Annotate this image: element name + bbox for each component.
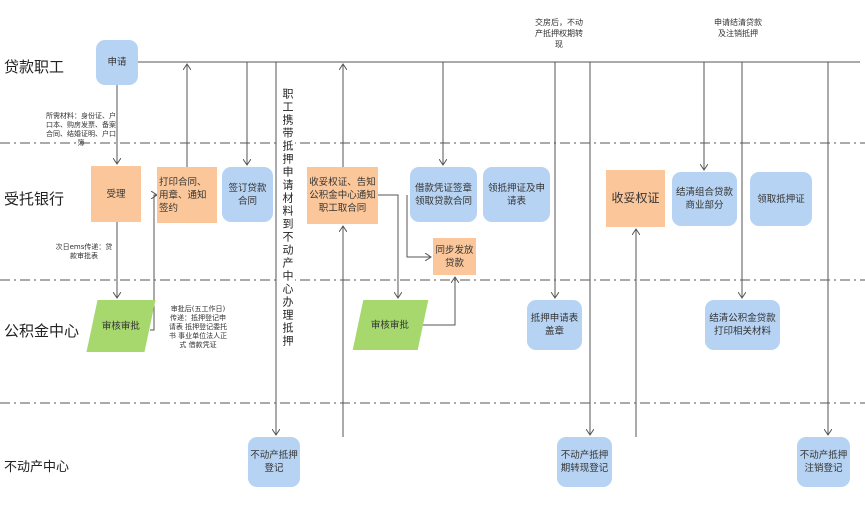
mortgage-register-box: 不动产抵押登记 — [248, 437, 300, 487]
ems-note: 次日ems传递：贷款审批表 — [55, 243, 113, 260]
lane-dividers — [0, 142, 865, 404]
print-contract-box: 打印合同、用章、通知签约 — [157, 167, 217, 223]
cancel-register-box: 不动产抵押注销登记 — [797, 437, 850, 487]
loan-voucher-box: 借款凭证签章领取贷款合同 — [410, 167, 477, 222]
convert-register-box: 不动产抵押期转现登记 — [557, 437, 612, 487]
after-delivery-note: 交房后，不动产抵押权期转现 — [535, 18, 583, 49]
settle-commercial-box: 结清组合贷款商业部分 — [672, 172, 737, 226]
receive-cert-box: 收妥权证、告知公积金中心通知职工取合同 — [307, 167, 378, 224]
sign-contract-box: 签订贷款合同 — [222, 167, 273, 222]
lane-label-employee: 贷款职工 — [4, 58, 65, 76]
vertical-instruction: 职工携带抵押申请材料到不动产中心办理抵押 — [279, 88, 295, 348]
review-box-2: 审核审批 — [352, 300, 429, 350]
after-approval-note: 审批后(五工作日)传递：抵押登记申请表 抵押登记委托书 事业单位法人正式 借款凭… — [168, 305, 228, 349]
sync-release-box: 同步发放贷款 — [433, 238, 476, 275]
collect-cert-form-box: 领抵押证及申请表 — [483, 167, 550, 222]
lane-label-fund-center: 公积金中心 — [4, 322, 80, 340]
stamp-form-box: 抵押申请表盖章 — [527, 300, 582, 350]
collect-cert-box: 领取抵押证 — [750, 172, 812, 226]
lane-label-realestate-center: 不动产中心 — [4, 460, 70, 475]
apply-box: 申请 — [96, 40, 138, 85]
review-box-1: 审核审批 — [86, 300, 156, 352]
settle-fund-box: 结清公积金贷款打印相关材料 — [705, 300, 780, 350]
review-box-1-label: 审核审批 — [101, 320, 140, 332]
review-box-2-label: 审核审批 — [371, 319, 410, 331]
accept-box: 受理 — [91, 166, 141, 222]
lane-label-bank: 受托银行 — [4, 190, 65, 208]
receive-cert-2-box: 收妥权证 — [606, 170, 665, 227]
materials-note: 所需材料：身份证、户口本、购房发票、备案合同、结婚证明、户口簿 — [46, 112, 116, 147]
apply-settle-note: 申请结清贷款及注销抵押 — [714, 18, 762, 38]
